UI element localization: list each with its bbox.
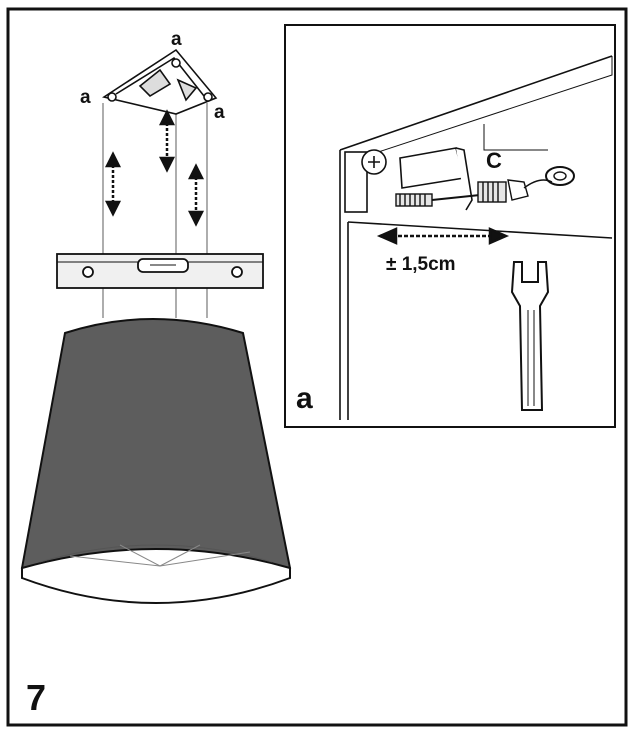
spirit-level-icon <box>56 253 264 289</box>
adjustment-screw-icon <box>395 166 575 207</box>
inset-letter-label: a <box>296 382 313 415</box>
hood-chimney-icon <box>20 318 292 604</box>
detail-inset <box>284 24 616 428</box>
inset-drawing <box>339 55 613 420</box>
step-number: 7 <box>26 677 47 718</box>
bracket-icon <box>102 48 218 115</box>
bracket-label-top: a <box>171 29 182 50</box>
adjust-range-label: ± 1,5cm <box>386 254 456 275</box>
wrench-icon <box>510 261 550 411</box>
part-c-label: C <box>486 148 502 173</box>
bracket-label-left: a <box>80 87 91 108</box>
bracket-label-right: a <box>214 102 225 123</box>
adjust-arrow-icon <box>376 227 510 245</box>
double-arrow-icon <box>104 109 205 227</box>
